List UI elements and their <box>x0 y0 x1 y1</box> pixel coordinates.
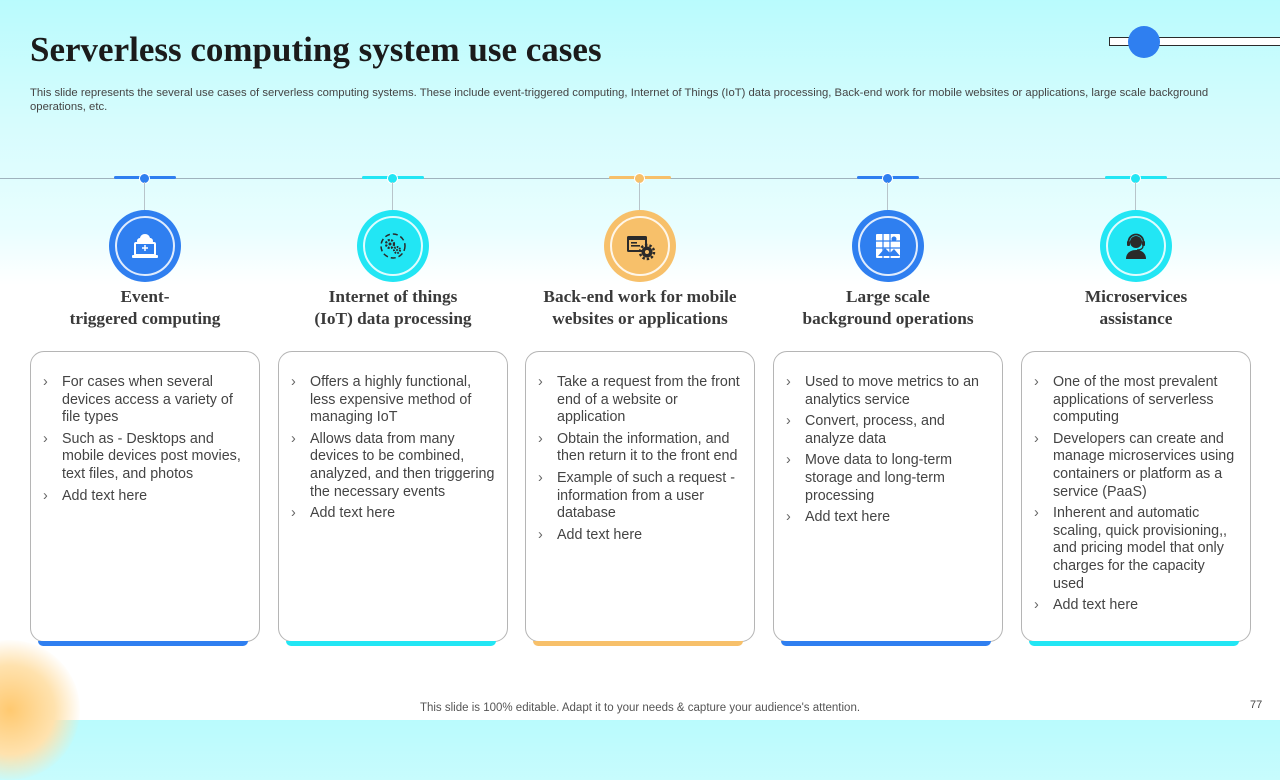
chevron-right-icon: › <box>1034 430 1039 447</box>
chevron-right-icon: › <box>786 509 791 526</box>
bullet-item: ›For cases when several devices access a… <box>43 374 233 426</box>
gears-cycle-icon <box>357 210 429 282</box>
timeline-connector <box>1135 182 1136 210</box>
timeline-connector <box>887 182 888 210</box>
chevron-right-icon: › <box>786 413 791 430</box>
card-accent-bar <box>286 641 496 646</box>
bullet-item: ›Add text here <box>786 509 891 526</box>
column-title: Internet of things(IoT) data processing <box>314 287 472 328</box>
bullet-item: ›Move data to long-term storage and long… <box>786 452 953 504</box>
chevron-right-icon: › <box>43 487 48 504</box>
bullet-item: ›Example of such a request - information… <box>538 469 736 522</box>
use-case-column-iot: Internet of things(IoT) data processing … <box>278 170 508 650</box>
bullet-item: ›Add text here <box>538 526 643 543</box>
page-title: Serverless computing system use cases <box>30 30 602 69</box>
chevron-right-icon: › <box>538 374 543 390</box>
use-case-card: ›For cases when several devices access a… <box>30 351 260 642</box>
cloud-laptop-icon <box>109 210 181 282</box>
chevron-right-icon: › <box>291 505 296 522</box>
use-case-card: ›Take a request from the front end of a … <box>525 351 755 642</box>
chevron-right-icon: › <box>538 469 543 486</box>
bullet-item: ›Take a request from the front end of a … <box>538 374 740 426</box>
card-accent-bar <box>781 641 991 646</box>
bullet-item: ›Allows data from many devices to be com… <box>291 430 495 500</box>
timeline-connector <box>144 182 145 210</box>
browser-gear-icon <box>604 210 676 282</box>
card-accent-bar <box>1029 641 1239 646</box>
page-subtitle: This slide represents the several use ca… <box>30 87 1209 113</box>
chevron-right-icon: › <box>786 374 791 390</box>
use-case-card: ›One of the most prevalent applications … <box>1021 351 1251 642</box>
bullet-item: ›Add text here <box>1034 597 1139 614</box>
chevron-right-icon: › <box>1034 505 1039 522</box>
chevron-right-icon: › <box>1034 597 1039 614</box>
bullet-item: ›Used to move metrics to an analytics se… <box>786 374 980 408</box>
bullet-item: ›Obtain the information, and then return… <box>538 430 738 465</box>
chevron-right-icon: › <box>1034 374 1039 390</box>
chevron-right-icon: › <box>538 430 543 447</box>
footer-note: This slide is 100% editable. Adapt it to… <box>419 702 861 714</box>
bullet-item: ›Convert, process, and analyze data <box>786 413 945 447</box>
bullet-item: ›Add text here <box>291 505 396 522</box>
card-accent-bar <box>38 641 248 646</box>
page-number: 77 <box>1250 699 1263 711</box>
chevron-right-icon: › <box>291 430 296 447</box>
chevron-right-icon: › <box>291 374 296 390</box>
chevron-right-icon: › <box>538 526 543 543</box>
bullet-item: ›Developers can create and manage micros… <box>1034 430 1235 500</box>
slider-knob <box>1128 26 1160 58</box>
bullet-item: ›One of the most prevalent applications … <box>1034 374 1218 426</box>
use-case-column-event-triggered: Event-triggered computing ›For cases whe… <box>30 170 260 650</box>
image-grid-icon <box>852 210 924 282</box>
column-title: Event-triggered computing <box>69 287 221 328</box>
bullet-item: ›Such as - Desktops and mobile devices p… <box>43 430 241 482</box>
chevron-right-icon: › <box>43 430 48 447</box>
use-case-card: ›Offers a highly functional, less expens… <box>278 351 508 642</box>
bullet-item: ›Offers a highly functional, less expens… <box>291 374 472 426</box>
chevron-right-icon: › <box>786 452 791 469</box>
timeline-connector <box>392 182 393 210</box>
bullet-item: ›Inherent and automatic scaling, quick p… <box>1034 505 1228 592</box>
chevron-right-icon: › <box>43 374 48 390</box>
use-case-card: ›Used to move metrics to an analytics se… <box>773 351 1003 642</box>
timeline-connector <box>639 182 640 210</box>
slider-track <box>1109 37 1280 46</box>
card-accent-bar <box>533 641 743 646</box>
headset-agent-icon <box>1100 210 1172 282</box>
bullet-item: ›Add text here <box>43 487 148 504</box>
